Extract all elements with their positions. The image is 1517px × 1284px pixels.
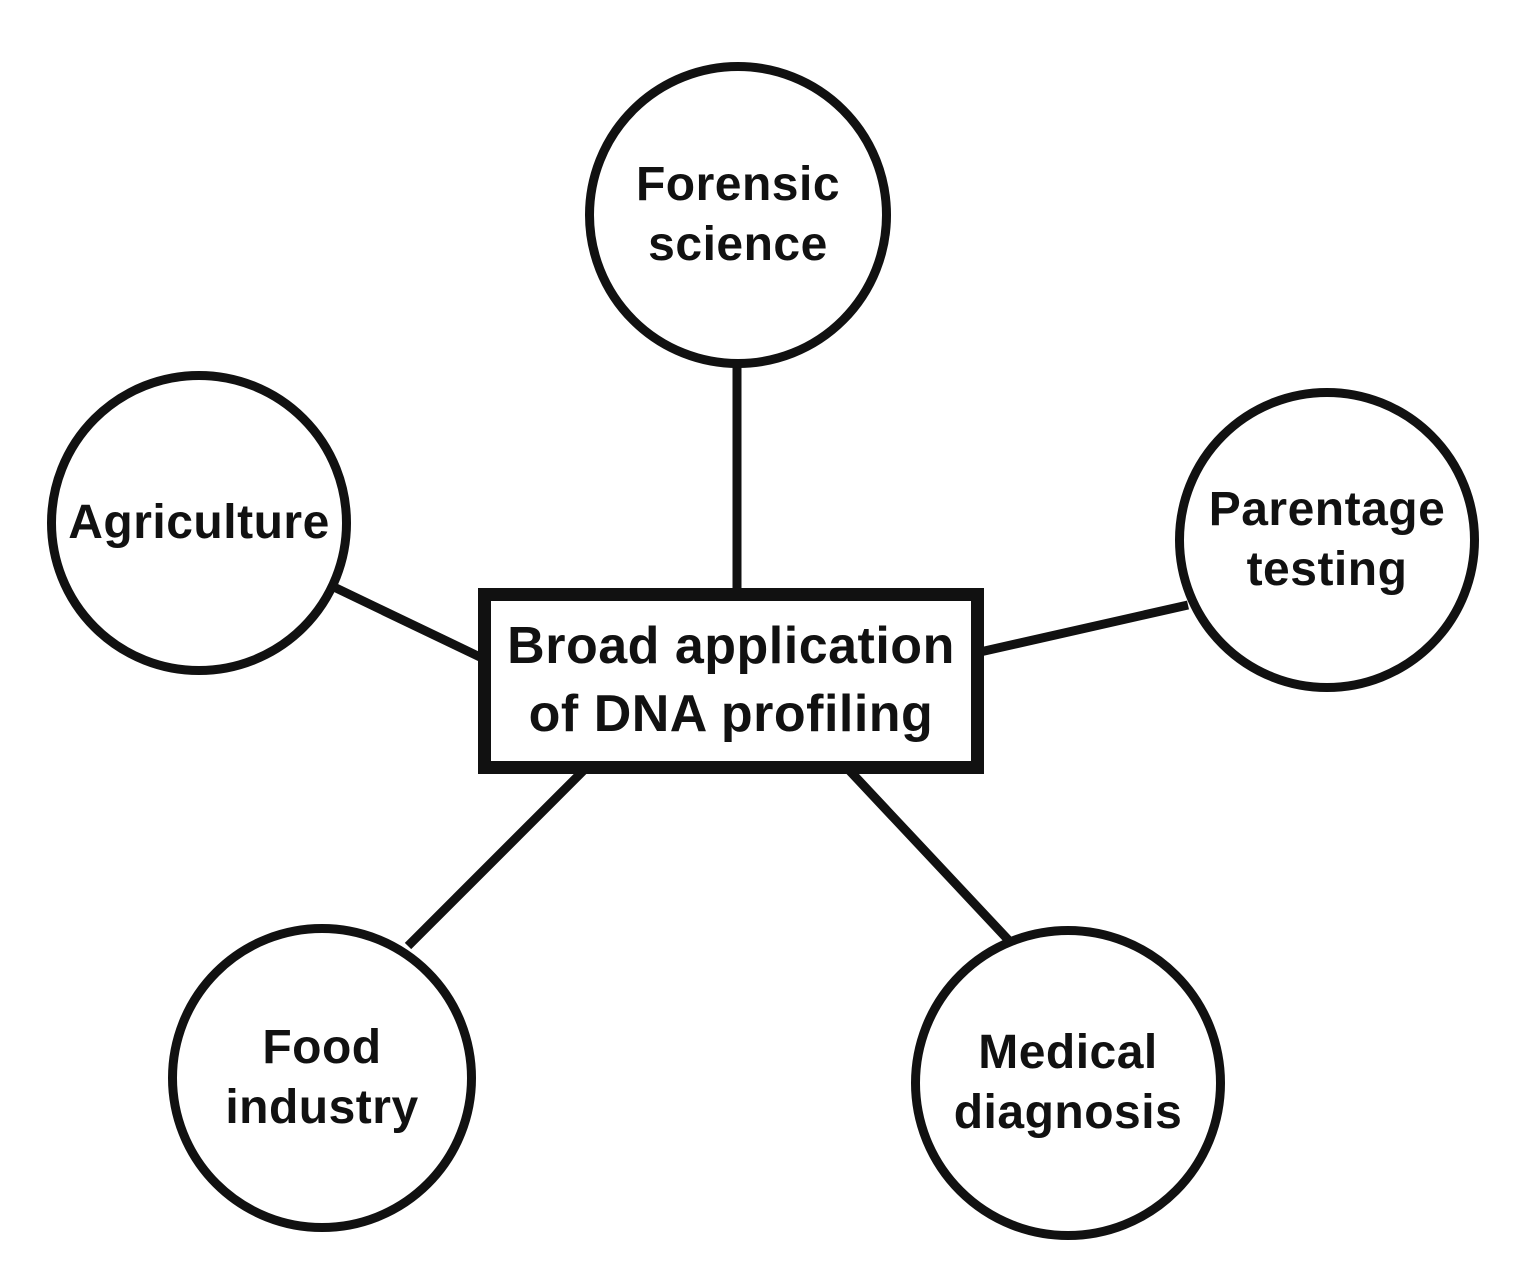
node-agriculture: Agriculture bbox=[47, 371, 351, 675]
edge-center-agriculture bbox=[334, 583, 484, 663]
center-node-label: Broad application of DNA profiling bbox=[507, 617, 955, 743]
node-agriculture-label: Agriculture bbox=[68, 496, 330, 549]
center-node-broad-application: Broad application of DNA profiling bbox=[478, 588, 984, 774]
node-medical-diagnosis-label: Medical diagnosis bbox=[953, 1026, 1183, 1139]
edge-center-parentage bbox=[979, 600, 1189, 657]
edge-center-medical bbox=[845, 766, 1018, 950]
edge-center-food bbox=[404, 766, 588, 950]
node-food-industry-label: Food industry bbox=[225, 1021, 419, 1134]
node-parentage-testing: Parentage testing bbox=[1175, 388, 1479, 692]
node-food-industry: Food industry bbox=[168, 924, 476, 1232]
node-parentage-testing-label: Parentage testing bbox=[1208, 483, 1446, 596]
node-forensic-science-label: Forensic science bbox=[635, 158, 841, 271]
node-forensic-science: Forensic science bbox=[585, 62, 891, 368]
node-medical-diagnosis: Medical diagnosis bbox=[911, 926, 1225, 1240]
